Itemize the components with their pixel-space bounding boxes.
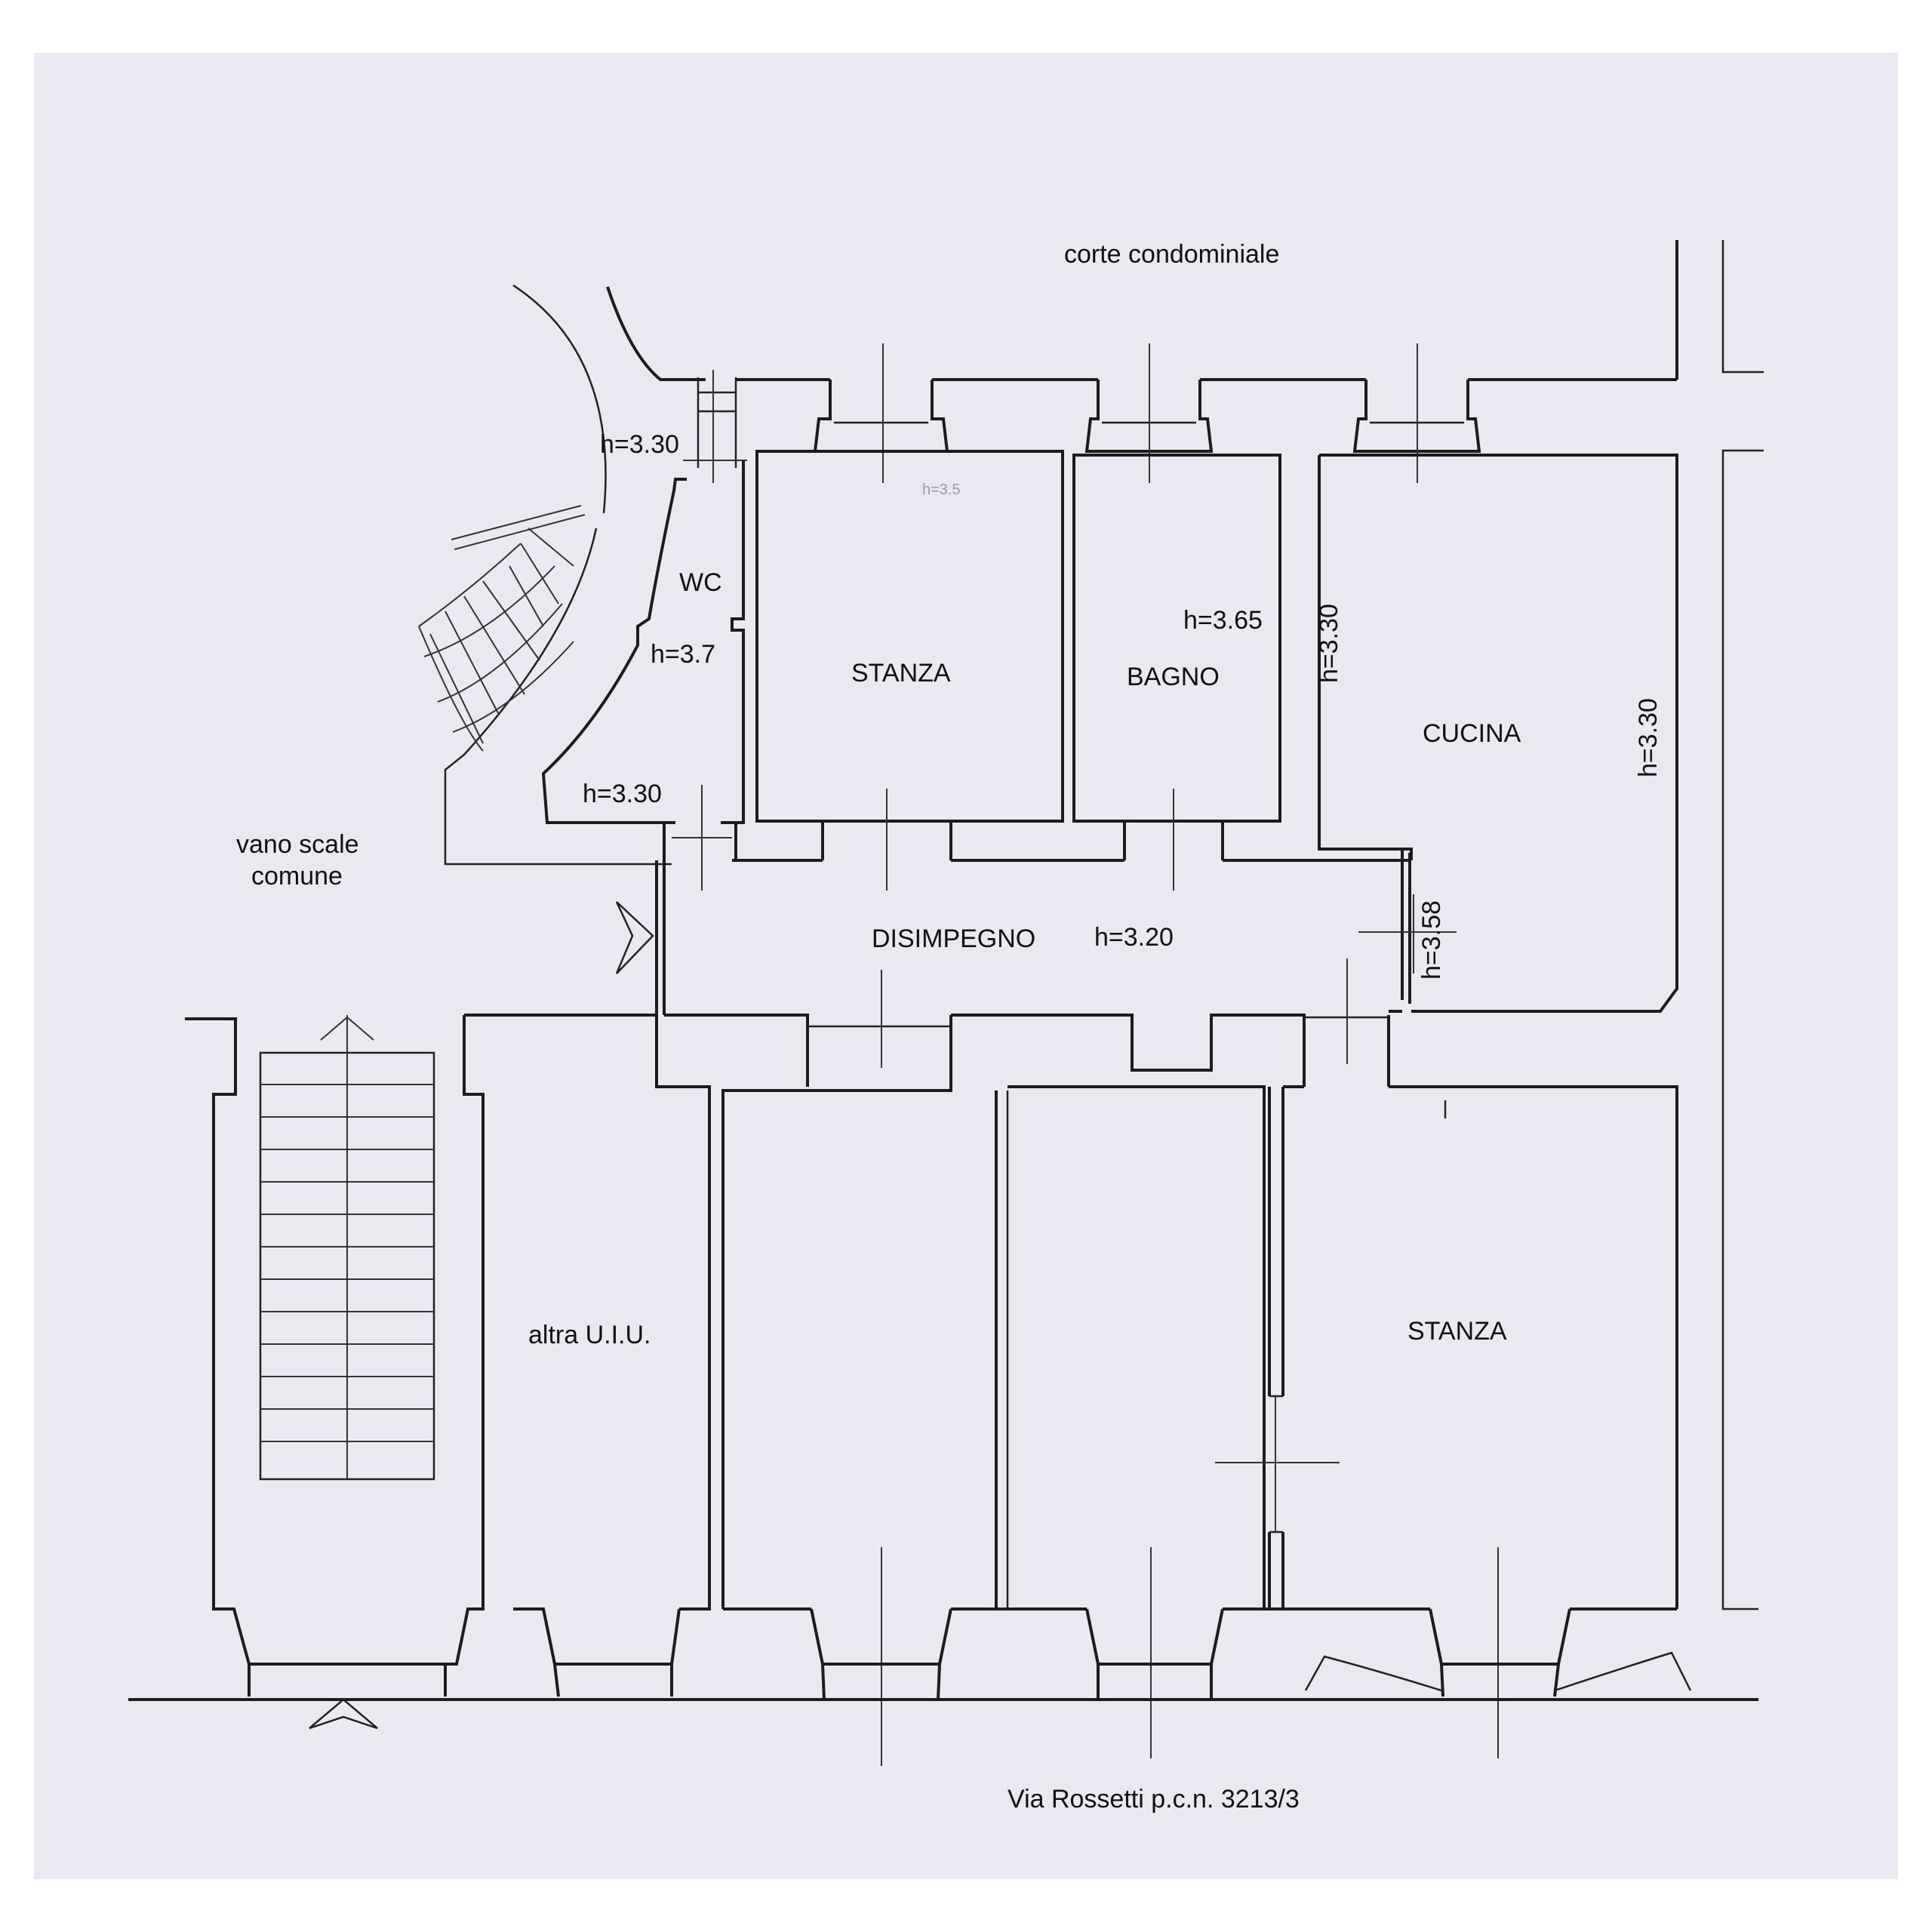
label-other-unit: altra U.I.U. (528, 1321, 651, 1349)
height-kitchen-left: h=3.30 (1315, 604, 1343, 683)
height-kitchen-right: h=3.30 (1634, 698, 1663, 777)
label-court: corte condominiale (1064, 240, 1279, 269)
right-neighbor-lines (1721, 240, 1764, 1611)
height-hallway: h=3.20 (1094, 923, 1174, 952)
drawing-sheet (34, 53, 1898, 1879)
room-cucina (1318, 454, 1678, 1013)
street-facade (128, 1608, 1758, 1730)
height-lobby: h=3.30 (583, 780, 662, 808)
height-bathroom: h=3.65 (1183, 606, 1263, 635)
label-hallway: DISIMPEGNO (872, 924, 1035, 953)
common-stairwell (185, 1015, 485, 1697)
labels: corte condominiale Via Rossetti p.c.n. 3… (236, 240, 1663, 1814)
label-kitchen: CUCINA (1423, 719, 1521, 748)
label-room-bottom: STANZA (1407, 1317, 1507, 1346)
other-unit (481, 1015, 711, 1697)
height-faint: h=3.5 (922, 481, 961, 498)
room-bagno (1072, 454, 1411, 891)
wc-room (541, 460, 745, 891)
label-room-top: STANZA (851, 659, 951, 688)
spiral-stair (418, 284, 672, 866)
height-wc-top: h=3.30 (600, 430, 679, 459)
label-wc: WC (679, 568, 722, 597)
room-bottom-middle (1008, 1085, 1340, 1758)
room-stanza-top (732, 450, 1124, 891)
label-stairwell-2: comune (251, 862, 343, 891)
stair-treads (260, 1015, 434, 1479)
height-hall-end: h=3.58 (1417, 900, 1446, 980)
height-wc: h=3.7 (651, 640, 715, 669)
label-stairwell-1: vano scale (236, 830, 359, 859)
room-disimpegno (464, 860, 1402, 1087)
room-stanza-bottom (1283, 1085, 1678, 1758)
label-bathroom: BAGNO (1127, 663, 1220, 691)
top-facade-wall (606, 240, 1678, 483)
label-street: Via Rossetti p.c.n. 3213/3 (1008, 1785, 1300, 1814)
room-bottom-left (721, 1087, 1087, 1766)
